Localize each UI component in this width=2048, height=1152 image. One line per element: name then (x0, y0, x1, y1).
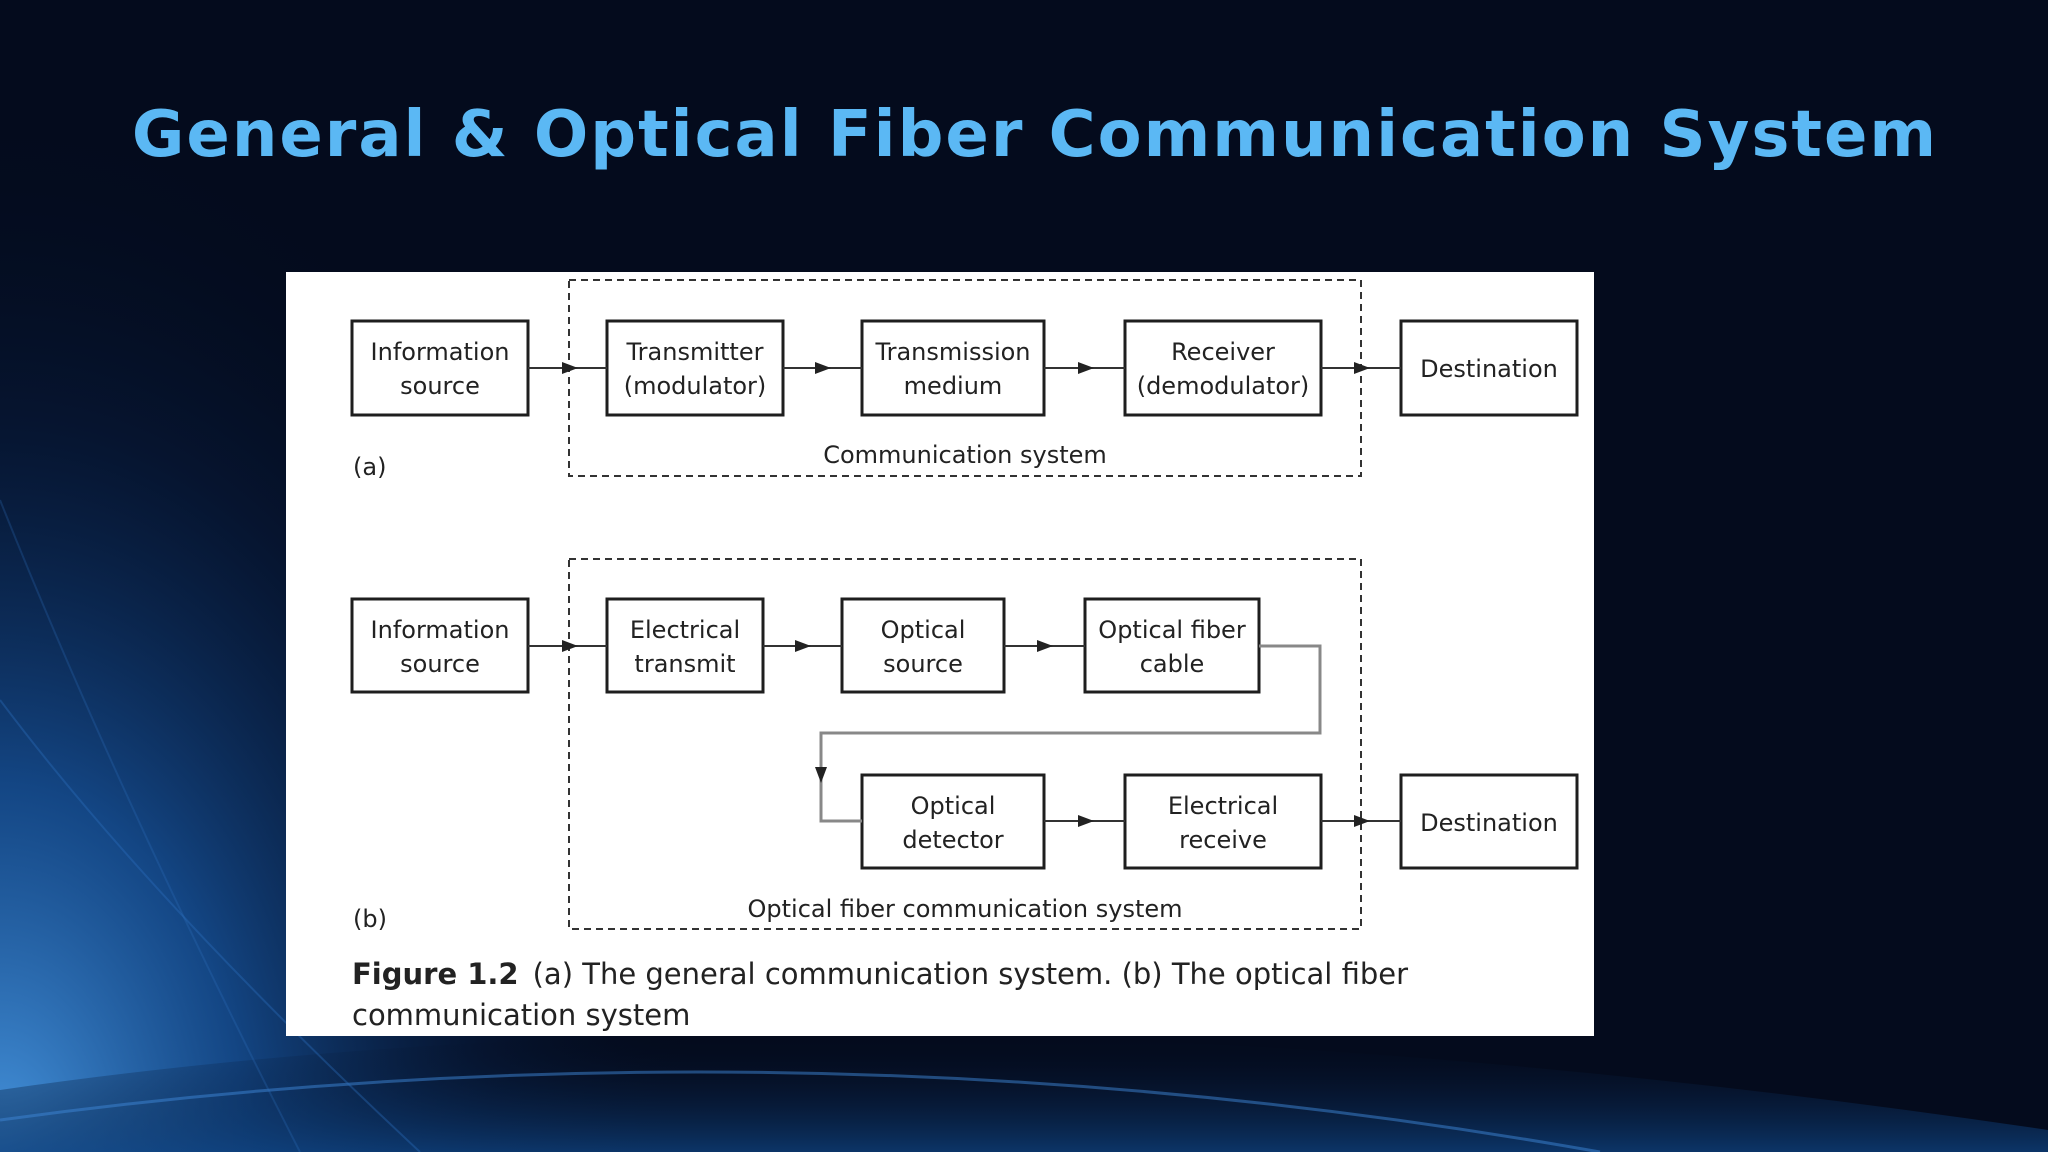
b-info-source-line1: Information (371, 616, 510, 644)
a-destination-box: Destination (1399, 319, 1579, 417)
b-optical-fiber-cable-box: Optical fiber cable (1083, 597, 1261, 694)
b-fiber-cable-line1: Optical fiber (1098, 616, 1246, 644)
a-transmitter-line1: Transmitter (626, 338, 764, 366)
a-receiver-line1: Receiver (1171, 338, 1275, 366)
a-info-source-line1: Information (371, 338, 510, 366)
figure-number: Figure 1.2 (352, 957, 519, 991)
b-optical-detector-box: Optical detector (860, 773, 1046, 870)
b-optical-detector-line1: Optical (911, 792, 996, 820)
b-electrical-transmit-line2: transmit (634, 650, 735, 678)
a-destination-label: Destination (1420, 355, 1558, 383)
b-electrical-transmit-box: Electrical transmit (605, 597, 765, 694)
b-destination-box: Destination (1399, 773, 1579, 870)
a-medium-line2: medium (904, 372, 1003, 400)
b-fiber-return-path (819, 644, 1322, 823)
communication-system-label: Communication system (823, 441, 1107, 469)
a-info-source-line2: source (400, 372, 480, 400)
part-a-label: (a) (353, 453, 386, 481)
figure-caption-text: (a) The general communication system. (b… (352, 957, 1409, 1032)
b-electrical-transmit-line1: Electrical (630, 616, 740, 644)
b-optical-detector-line2: detector (902, 826, 1003, 854)
b-optical-source-line1: Optical (881, 616, 966, 644)
optical-fiber-system-label: Optical fiber communication system (747, 895, 1182, 923)
b-information-source-box: Information source (350, 597, 530, 694)
a-receiver-box: Receiver (demodulator) (1123, 319, 1323, 417)
part-b-label: (b) (353, 905, 387, 933)
b-destination-label: Destination (1420, 809, 1558, 837)
a-transmitter-box: Transmitter (modulator) (605, 319, 785, 417)
b-fiber-cable-line2: cable (1140, 650, 1205, 678)
a-medium-line1: Transmission (874, 338, 1030, 366)
b-electrical-receive-box: Electrical receive (1123, 773, 1323, 870)
figure-caption: Figure 1.2(a) The general communication … (352, 954, 1452, 1036)
optical-fiber-system-boundary (568, 558, 1362, 930)
figure-panel: Communication system (a) Information sou… (286, 272, 1594, 1036)
a-receiver-line2: (demodulator) (1137, 372, 1310, 400)
a-transmitter-line2: (modulator) (624, 372, 767, 400)
a-transmission-medium-box: Transmission medium (860, 319, 1046, 417)
a-information-source-box: Information source (350, 319, 530, 417)
b-optical-source-line2: source (883, 650, 963, 678)
b-electrical-receive-line1: Electrical (1168, 792, 1278, 820)
slide-title: General & Optical Fiber Communication Sy… (131, 98, 1939, 172)
block-diagram: Communication system (a) Information sou… (350, 279, 1579, 933)
communication-system-boundary (568, 279, 1362, 477)
b-info-source-line2: source (400, 650, 480, 678)
b-electrical-receive-line2: receive (1179, 826, 1267, 854)
b-optical-source-box: Optical source (840, 597, 1006, 694)
